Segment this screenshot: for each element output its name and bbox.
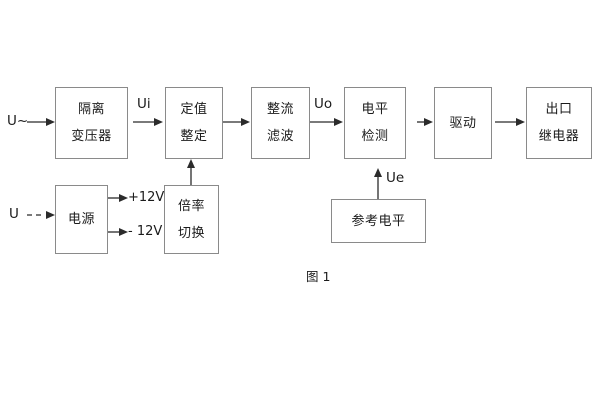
block-output-relay[interactable]: 出口 继电器 bbox=[526, 87, 592, 159]
signal-label-ui: Ui bbox=[137, 96, 151, 112]
block-power-supply[interactable]: 电源 bbox=[55, 185, 108, 254]
block-label-line: 检测 bbox=[361, 129, 389, 144]
block-label-line: 滤波 bbox=[266, 129, 294, 144]
block-level-detection[interactable]: 电平 检测 bbox=[344, 87, 406, 159]
arrowhead-ue bbox=[374, 168, 382, 177]
signal-label-uo: Uo bbox=[314, 96, 333, 112]
signal-label-ac-input: U~ bbox=[7, 113, 29, 129]
block-label-line: 电源 bbox=[67, 212, 95, 227]
block-drive[interactable]: 驱动 bbox=[434, 87, 492, 159]
arrowhead-level-to-drive bbox=[424, 118, 433, 126]
block-multiplier-switch[interactable]: 倍率 切换 bbox=[164, 185, 219, 254]
block-label-line: 继电器 bbox=[538, 129, 580, 144]
arrowhead-drive-to-relay bbox=[516, 118, 525, 126]
signal-label-rail-positive: +12V bbox=[128, 190, 165, 205]
block-reference-level[interactable]: 参考电平 bbox=[331, 199, 426, 243]
block-label-line: 变压器 bbox=[71, 129, 112, 144]
block-label-line: 隔离 bbox=[77, 102, 105, 117]
block-label-line: 整流 bbox=[266, 102, 294, 117]
block-isolation-transformer[interactable]: 隔离 变压器 bbox=[55, 87, 128, 159]
block-label-line: 定值 bbox=[180, 102, 208, 117]
block-rectify-filter[interactable]: 整流 滤波 bbox=[251, 87, 310, 159]
arrowhead-ui bbox=[154, 118, 163, 126]
block-setting-value[interactable]: 定值 整定 bbox=[165, 87, 223, 159]
block-label-line: 切换 bbox=[177, 225, 205, 241]
signal-label-ue: Ue bbox=[386, 170, 405, 186]
signal-label-rail-negative: - 12V bbox=[128, 224, 163, 239]
arrowhead-ac-input bbox=[46, 118, 55, 126]
figure-caption: 图 1 bbox=[306, 269, 331, 284]
block-label-line: 整定 bbox=[180, 129, 208, 144]
arrowhead-uo bbox=[334, 118, 343, 126]
arrowhead-dc-input bbox=[46, 211, 55, 219]
block-label-line: 驱动 bbox=[449, 115, 477, 131]
block-label-line: 倍率 bbox=[177, 198, 205, 214]
arrowhead-setting-to-rectify bbox=[241, 118, 250, 126]
signal-label-dc-input: U bbox=[9, 206, 19, 222]
arrowhead-rail-negative bbox=[119, 228, 128, 236]
block-label-line: 出口 bbox=[545, 102, 573, 117]
block-label-line: 参考电平 bbox=[351, 213, 406, 229]
block-label-line: 电平 bbox=[361, 102, 389, 117]
arrowhead-multiplier-to-setting bbox=[187, 159, 195, 168]
arrowhead-rail-positive bbox=[119, 194, 128, 202]
